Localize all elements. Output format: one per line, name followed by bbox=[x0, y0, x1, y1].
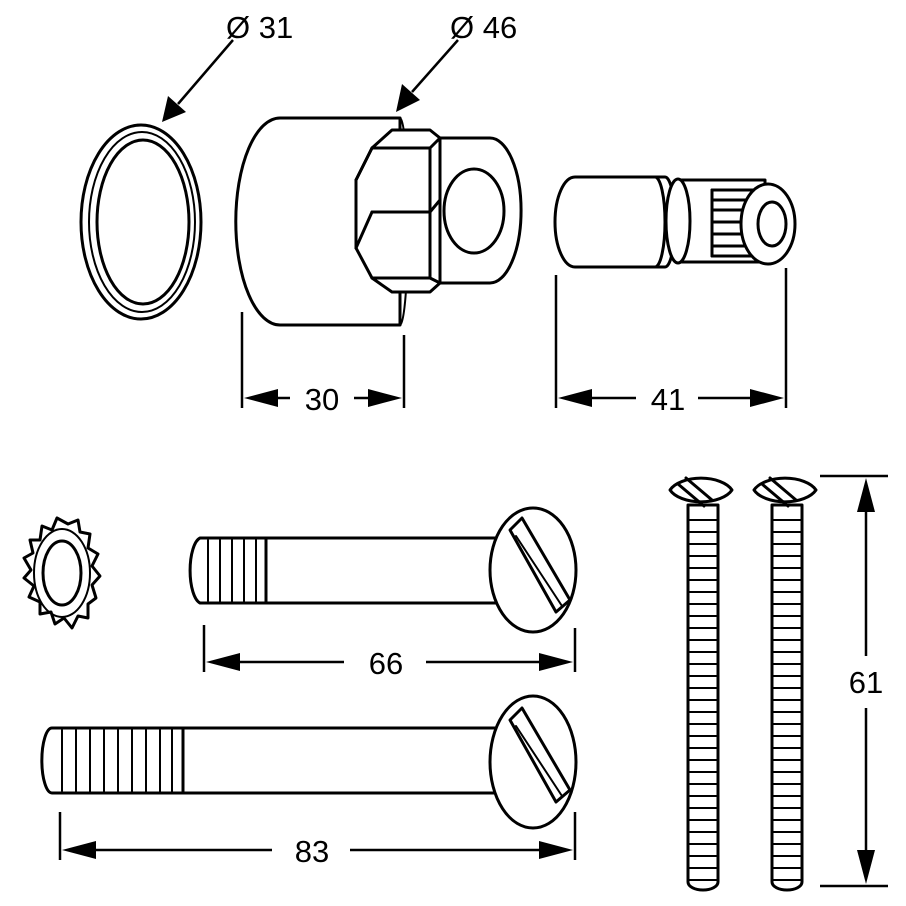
dimension-66 bbox=[202, 625, 577, 672]
screw-vertical-1 bbox=[668, 476, 734, 892]
label-length-30: 30 bbox=[305, 382, 339, 417]
label-length-83: 83 bbox=[295, 834, 329, 869]
spline-sleeve bbox=[553, 175, 797, 269]
screw-long bbox=[40, 694, 578, 830]
serrated-lock-washer bbox=[22, 516, 102, 630]
hex-nut-cap bbox=[234, 116, 523, 327]
label-diameter-31: Ø 31 bbox=[226, 10, 293, 45]
screw-vertical-2 bbox=[752, 476, 818, 892]
dimension-61 bbox=[820, 474, 888, 888]
label-length-66: 66 bbox=[369, 646, 403, 681]
label-length-41: 41 bbox=[651, 382, 685, 417]
o-ring-seal bbox=[79, 123, 203, 321]
diameter-leaders bbox=[162, 39, 459, 122]
label-diameter-46: Ø 46 bbox=[450, 10, 517, 45]
dimension-83 bbox=[58, 812, 577, 860]
screw-short bbox=[188, 506, 578, 634]
dimension-30 bbox=[240, 312, 406, 408]
label-length-61: 61 bbox=[849, 665, 883, 700]
dimension-41 bbox=[554, 268, 788, 408]
